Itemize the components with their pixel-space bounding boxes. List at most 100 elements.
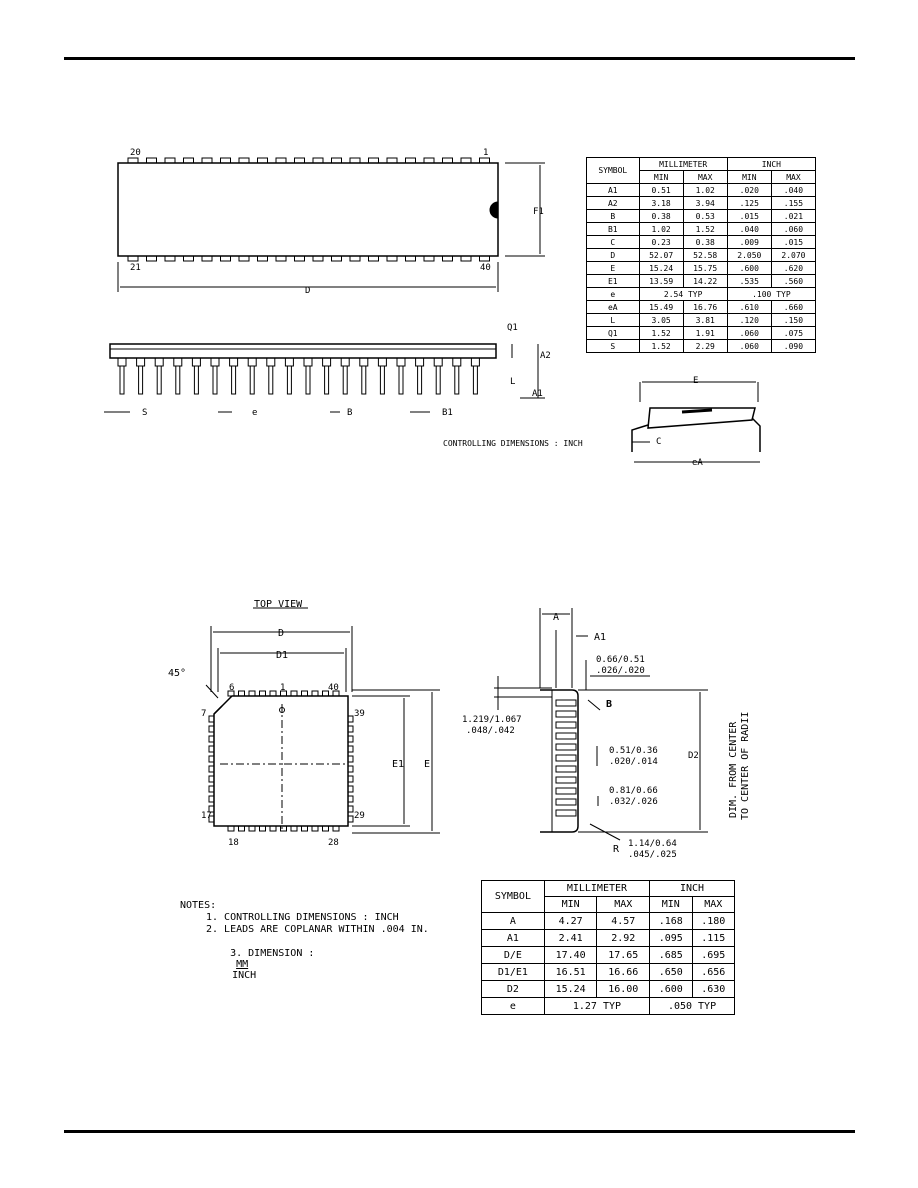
plcc-cell-symbol: A1 [481, 929, 545, 947]
plcc-pin-39-label: 39 [354, 709, 365, 719]
plcc-pin-40-label: 40 [328, 683, 339, 693]
dip-cell-mm-min: 0.23 [638, 235, 684, 249]
dip-bottom-pin [275, 255, 287, 262]
plcc-cell-mm-min: 17.40 [543, 946, 598, 964]
dim-c-label: C [656, 437, 661, 447]
dip-side-pin-lead [268, 365, 274, 395]
dip-bottom-pin [423, 255, 435, 262]
plcc-bottom-pin [238, 825, 245, 832]
dip-side-pin-lead [175, 365, 181, 395]
plcc-top-pin [248, 690, 256, 697]
dip-top-pin [127, 157, 139, 164]
dip-bottom-pin [312, 255, 324, 262]
dip-top-pin [423, 157, 435, 164]
dip-controlling-note: CONTROLLING DIMENSIONS : INCH [443, 439, 583, 448]
plcc-cell-in-max: .656 [691, 963, 736, 981]
plcc-right-pin [347, 815, 354, 823]
note-1: 1. CONTROLLING DIMENSIONS : INCH [206, 912, 399, 923]
dip-top-pin [368, 157, 379, 164]
dip-cell-mm-max: 0.38 [682, 235, 728, 249]
note-2: 2. LEADS ARE COPLANAR WITHIN .004 IN. [206, 924, 429, 935]
dip-package-drawing: 20 1 21 40 F1 D Q1 A2 A1 L S e B B1 E C … [104, 148, 761, 468]
plcc-side-lead [555, 699, 577, 707]
dip-cell-symbol: S [586, 339, 640, 353]
dip-side-pin-lead [435, 365, 441, 395]
plcc-pin-7-label: 7 [201, 709, 206, 719]
plcc-dim-note-line1: DIM. FROM CENTER [728, 721, 739, 818]
dip-side-pin-shoulder [229, 357, 239, 367]
plcc-right-pin [347, 715, 354, 723]
dip-bottom-pin [238, 255, 250, 262]
plcc-left-pin [208, 745, 215, 753]
plcc-callout-2-bot: .048/.042 [466, 726, 515, 736]
dip-side-pin-lead [138, 365, 144, 395]
dip-side-pin-lead [472, 365, 478, 395]
plcc-top-pin [332, 690, 340, 697]
plcc-callout-3-top: 0.51/0.36 [609, 746, 658, 756]
dip-side-pin-shoulder [377, 357, 387, 367]
dip-cell-mm-max: 1.02 [682, 183, 728, 197]
plcc-right-pin [347, 765, 354, 773]
dip-bottom-pin [442, 255, 453, 262]
dip-cell-symbol: L [586, 313, 640, 327]
plcc-callout-5-bot: .045/.025 [628, 850, 677, 860]
dim-a2-label: A2 [540, 351, 551, 361]
dip-side-pin-shoulder [340, 357, 350, 367]
plcc-callout-3-bot: .020/.014 [609, 757, 658, 767]
plcc-cell-in-min: .168 [649, 912, 693, 930]
dip-bottom-pin [127, 255, 139, 262]
plcc-cell-mm-max: 4.57 [596, 912, 651, 930]
plcc-pin-18-label: 18 [228, 838, 239, 848]
dip-side-pin-lead [417, 365, 423, 395]
plcc-side-lead [555, 710, 577, 718]
note-3-fraction-bottom: INCH [232, 970, 257, 981]
dip-bottom-pin [331, 255, 342, 262]
dip-top-pin [220, 157, 231, 164]
plcc-bottom-pin [311, 825, 319, 832]
plcc-notes: NOTES: 1. CONTROLLING DIMENSIONS : INCH … [180, 900, 429, 996]
dip-bottom-pin [146, 255, 157, 262]
plcc-cell-mm-max: 2.92 [596, 929, 651, 947]
dip-top-pin [331, 157, 342, 164]
plcc-package-drawing: TOP VIEW 45° D D1 6 1 40 7 39 17 29 18 2… [168, 599, 751, 860]
dip-cell-mm-min: 3.05 [638, 313, 684, 327]
plcc-top-pin [311, 690, 319, 697]
dip-bottom-pin [220, 255, 231, 262]
plcc-pin-6-label: 6 [229, 683, 234, 693]
plcc-dimension-table: SYMBOL MILLIMETER INCH MIN MAX MIN MAX A… [481, 880, 736, 1015]
plcc-dim-a-label: A [553, 612, 559, 623]
dip-cell-mm-min: 0.38 [638, 209, 684, 223]
dip-cell-in-max: .040 [770, 183, 817, 197]
plcc-cell-mm-min: 2.41 [543, 929, 598, 947]
dip-bottom-pin [257, 255, 268, 262]
plcc-side-lead [555, 721, 577, 729]
dim-e-pitch-label: e [252, 408, 257, 418]
plcc-callout-4-bot: .032/.026 [609, 797, 658, 807]
dip-cell-in-min: .060 [726, 339, 772, 353]
dip-cell-mm-typ: 2.54 TYP [638, 287, 728, 301]
dip-cell-symbol: Q1 [586, 326, 640, 340]
dip-side-pin-shoulder [359, 357, 369, 367]
dip-top-pin [201, 157, 213, 164]
dip-side-pin-lead [342, 365, 348, 395]
dip-cell-mm-max: 2.29 [682, 339, 728, 353]
dip-cell-in-min: .020 [726, 183, 772, 197]
plcc-col-mm-max: MAX [596, 896, 651, 913]
dip-side-pin-lead [119, 365, 125, 395]
dim-e-label: E [693, 376, 698, 386]
dip-side-pin-lead [454, 365, 460, 395]
plcc-cell-in-typ: .050 TYP [649, 997, 735, 1015]
dip-cell-in-max: 2.070 [770, 248, 817, 262]
dip-side-pin-lead [286, 365, 292, 395]
dip-side-pin-lead [156, 365, 162, 395]
dip-cell-mm-min: 1.02 [638, 222, 684, 236]
dip-cell-symbol: e [586, 287, 640, 301]
dip-bottom-pin [460, 255, 472, 262]
plcc-bottom-pin [290, 825, 298, 832]
